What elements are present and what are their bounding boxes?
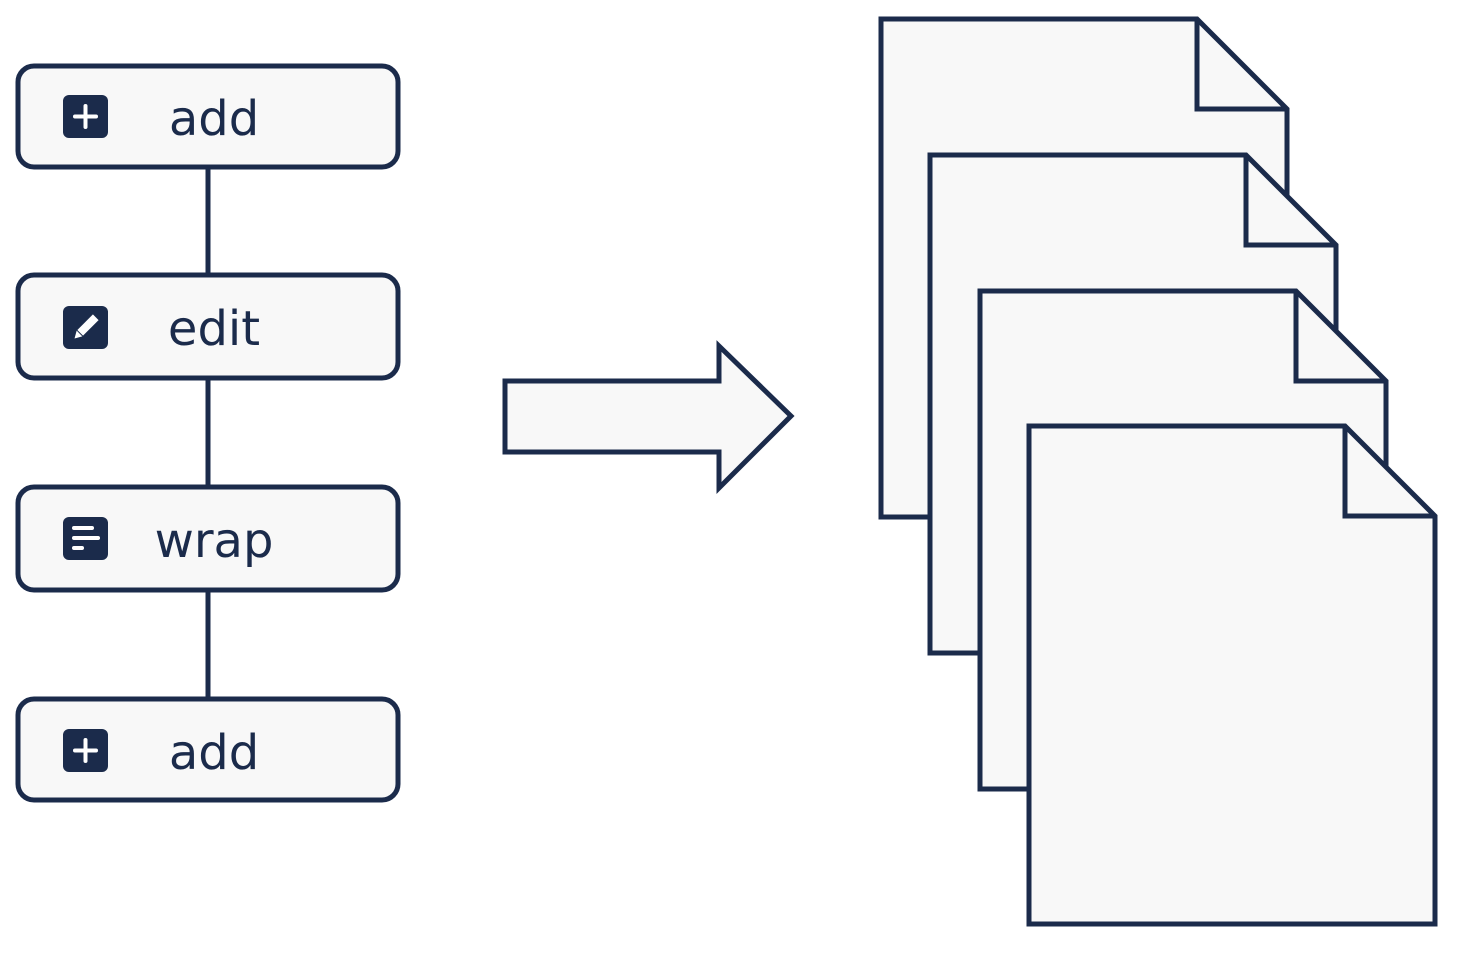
- step-label: add: [169, 91, 259, 147]
- document-page-icon: [1026, 423, 1438, 927]
- document-stack: [878, 16, 1438, 927]
- wrap-text-square-icon: [63, 517, 108, 560]
- step-label: wrap: [155, 513, 274, 569]
- step-box: [15, 272, 401, 381]
- step-label: add: [169, 725, 259, 781]
- step-node-edit: edit: [15, 272, 401, 381]
- step-box: [15, 63, 401, 170]
- pencil-square-icon: [63, 306, 108, 349]
- step-label: edit: [168, 301, 260, 357]
- step-node-add: add: [15, 696, 401, 803]
- step-box: [15, 484, 401, 593]
- step-box: [15, 696, 401, 803]
- step-node-add: add: [15, 63, 401, 170]
- right-arrow-icon: [502, 340, 795, 495]
- step-node-wrap: wrap: [15, 484, 401, 593]
- plus-square-icon: [63, 729, 108, 772]
- plus-square-icon: [63, 95, 108, 138]
